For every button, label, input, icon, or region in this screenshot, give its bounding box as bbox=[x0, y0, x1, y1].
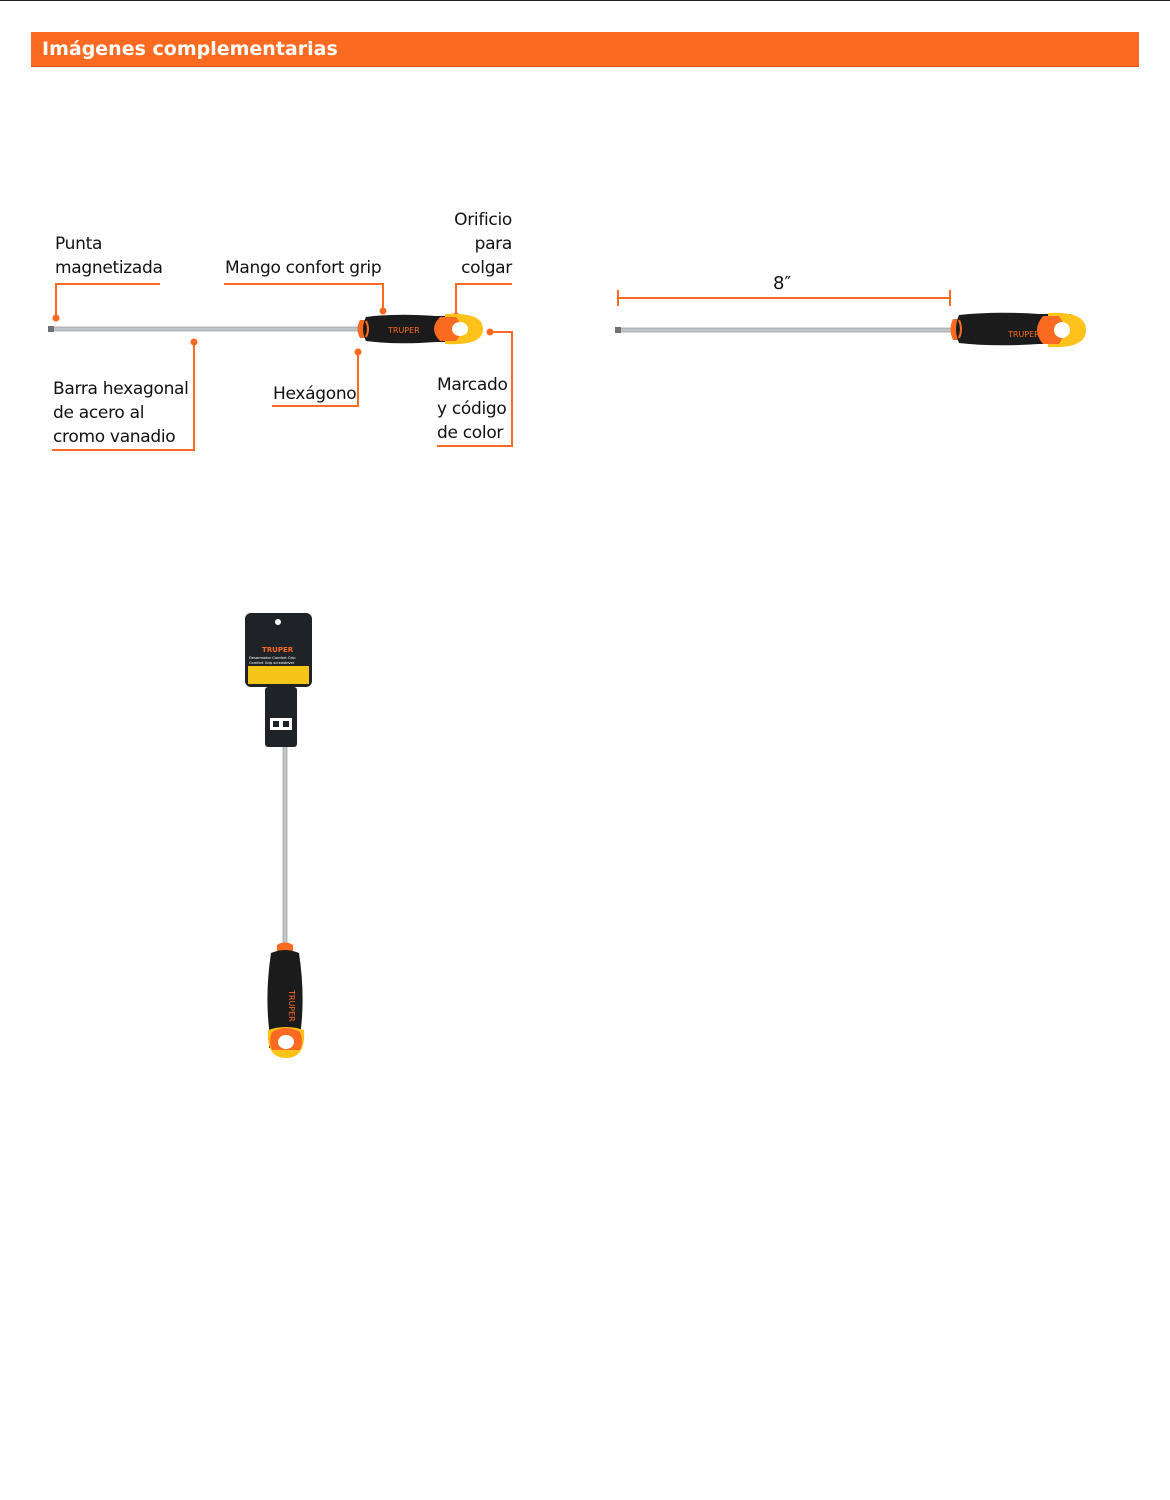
handle-brand-3: TRUPER bbox=[287, 989, 296, 1022]
handle-brand-1: TRUPER bbox=[387, 326, 420, 335]
leader-dots bbox=[52, 307, 494, 356]
handle-brand-2: TRUPER bbox=[1007, 330, 1040, 339]
leader-grip bbox=[224, 283, 384, 310]
hang-card-clip bbox=[265, 687, 297, 747]
dimension-length-label: 8″ bbox=[773, 273, 792, 294]
callout-grip: Mango confort grip bbox=[225, 258, 382, 278]
callout-bar: Barra hexagonal de acero al cromo vanadi… bbox=[53, 379, 189, 447]
screwdriver-horizontal-2: TRUPER bbox=[615, 312, 1086, 348]
hang-card-label-band bbox=[248, 666, 309, 684]
leader-hole bbox=[455, 283, 512, 315]
dimension-line bbox=[617, 290, 951, 306]
card-product-en: Comfort Grip screwdriver bbox=[249, 661, 295, 665]
leader-hex bbox=[272, 352, 359, 407]
callout-tip: Punta magnetizada bbox=[55, 234, 163, 278]
packaged-screwdriver: TRUPER Desarmador Comfort Grip Comfort G… bbox=[245, 613, 312, 1058]
section-title: Imágenes complementarias bbox=[42, 38, 338, 60]
leader-bar bbox=[52, 342, 195, 451]
leader-marking bbox=[437, 331, 513, 447]
leader-lines bbox=[52, 283, 513, 451]
screwdriver-horizontal-1: TRUPER bbox=[48, 313, 483, 345]
leader-tip bbox=[55, 283, 160, 316]
callout-hex: Hexágono bbox=[273, 384, 357, 404]
card-brand: TRUPER bbox=[262, 646, 294, 654]
card-product-es: Desarmador Comfort Grip bbox=[249, 656, 296, 660]
top-rule bbox=[0, 0, 1170, 1]
callout-hole: Orificio para colgar bbox=[454, 210, 512, 278]
callout-marking: Marcado y código de color bbox=[437, 375, 508, 443]
section-header: Imágenes complementarias bbox=[31, 32, 1139, 67]
